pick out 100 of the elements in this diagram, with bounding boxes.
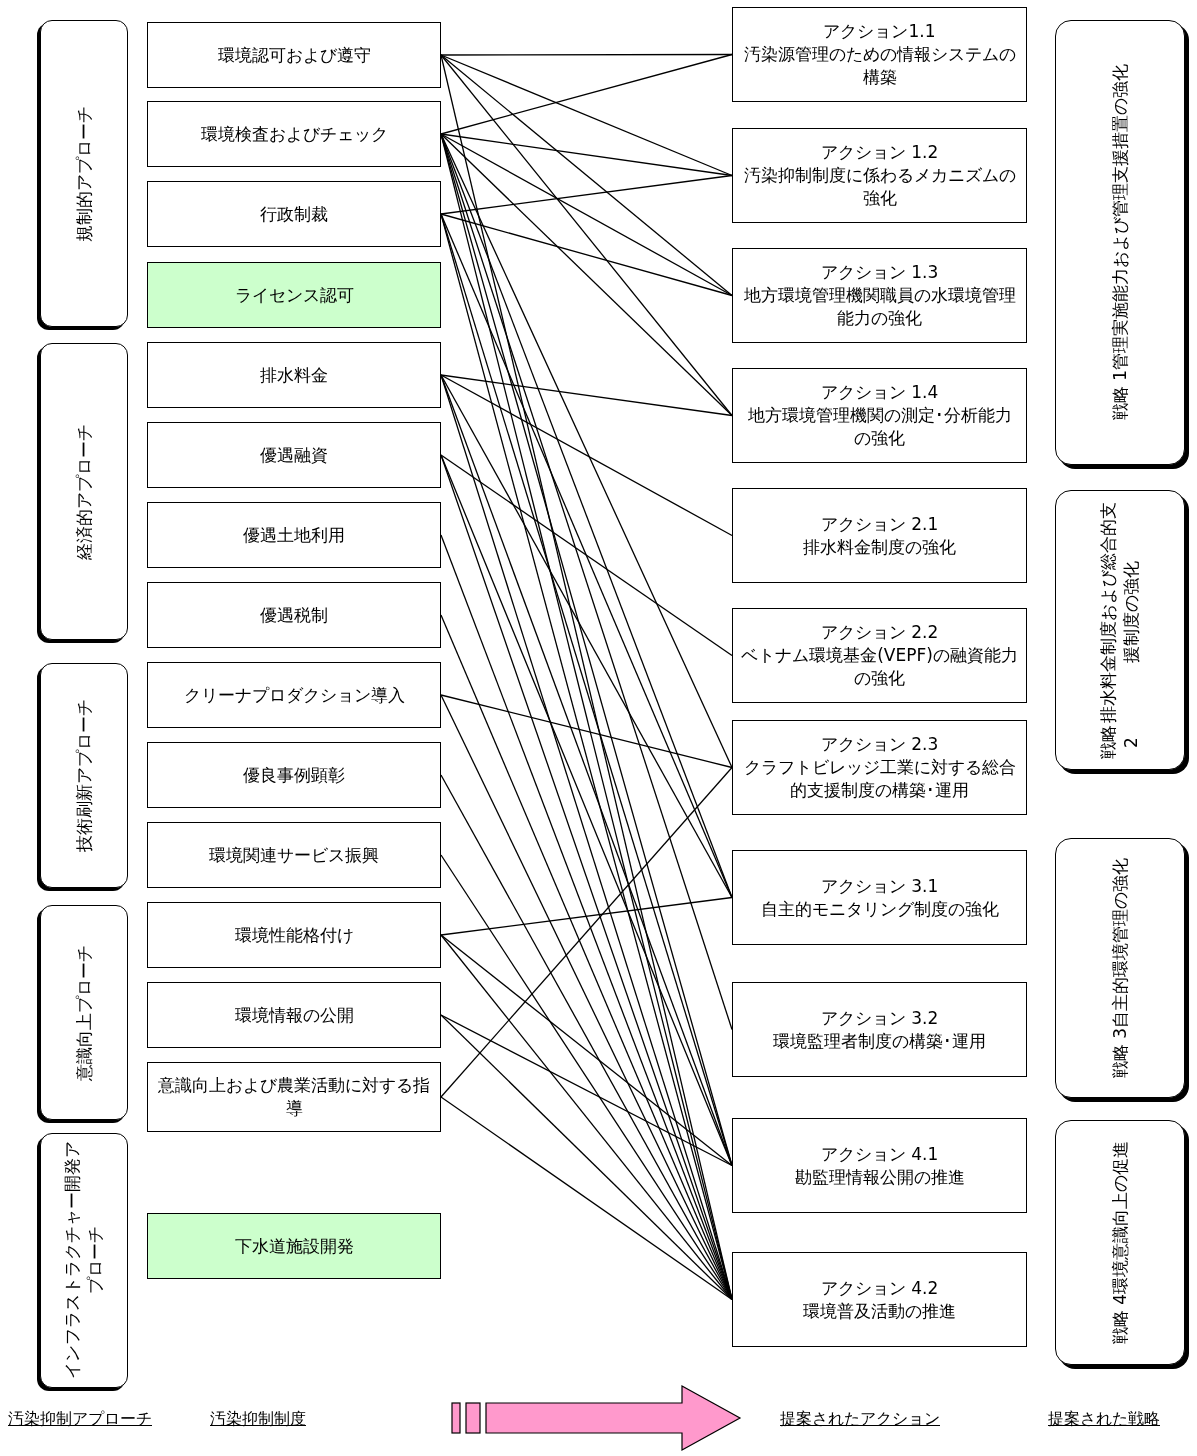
node-text: ライセンス認可: [234, 283, 354, 307]
action-box: [732, 720, 1027, 815]
instrument-box: [147, 502, 441, 568]
node-text: 自主的環境管理の強化: [1108, 857, 1131, 1028]
instrument-box: [147, 22, 441, 88]
node-text: 排水料金制度および総合的支援制度の強化: [1097, 501, 1142, 725]
node-text: 環境普及活動の推進: [803, 1299, 956, 1323]
node-text: 優良事例顕彰: [243, 763, 345, 787]
action-box: [732, 248, 1027, 343]
node-text: 環境情報の公開: [234, 1003, 354, 1027]
node-heading: アクション 4.1: [820, 1142, 939, 1166]
node-text: 環境性能格付け: [234, 923, 354, 947]
node-text: 規制的アプローチ: [72, 105, 95, 242]
column-label: 汚染抑制アプローチ: [8, 1409, 152, 1430]
action-box: [732, 608, 1027, 703]
node-heading: アクション 2.2: [820, 621, 939, 645]
node-text: 勘監理情報公開の推進: [794, 1165, 965, 1189]
action-box: [732, 368, 1027, 463]
node-text: 優遇土地利用: [243, 523, 345, 547]
connector-line: [440, 133, 733, 417]
node-heading: アクション 2.1: [820, 512, 939, 536]
node-text: 汚染源管理のための情報システムの構築: [742, 43, 1017, 89]
node-heading: アクション 1.2: [820, 141, 939, 165]
node-text: 優遇融資: [260, 443, 328, 467]
instrument-box: [147, 742, 441, 808]
node-heading: アクション 3.1: [820, 874, 939, 898]
node-text: 意識向上および農業活動に対する指導: [157, 1074, 431, 1120]
action-box: [732, 128, 1027, 223]
approach-box: [40, 1133, 128, 1388]
node-heading: アクション1.1: [823, 20, 936, 44]
node-heading: 戦略 2: [1097, 725, 1142, 760]
action-box: [732, 488, 1027, 583]
node-heading: アクション 1.3: [820, 261, 939, 285]
connector-line: [440, 454, 733, 657]
node-text: クラフトビレッジ工業に対する総合的支援制度の構築･運用: [742, 756, 1017, 802]
connector-line: [440, 374, 733, 899]
node-text: 環境検査およびチェック: [200, 122, 388, 146]
connector-line: [440, 766, 733, 1098]
instrument-box: [147, 342, 441, 408]
node-text: 環境認可および遵守: [217, 43, 371, 67]
node-heading: アクション 3.2: [820, 1006, 939, 1030]
node-text: 環境意識向上の促進: [1108, 1140, 1131, 1294]
node-heading: アクション 4.2: [820, 1276, 939, 1300]
connector-line: [440, 694, 733, 769]
connector-line: [440, 374, 733, 417]
approach-box: [40, 663, 128, 888]
node-text: クリーナプロダクション導入: [183, 683, 405, 707]
connector-line: [440, 54, 733, 297]
connector-line: [440, 1014, 733, 1167]
connector-line: [440, 213, 733, 297]
node-heading: 戦略 3: [1108, 1027, 1131, 1079]
node-text: 優遇税制: [260, 603, 328, 627]
node-text: 排水料金制度の強化: [803, 535, 956, 559]
node-heading: アクション 2.3: [820, 733, 939, 757]
connector-line: [440, 934, 733, 1167]
instrument-box: [147, 1062, 441, 1132]
node-text: 経済的アプローチ: [72, 423, 95, 560]
node-text: インフラストラクチャー開発アプローチ: [61, 1141, 106, 1380]
instrument-box: [147, 822, 441, 888]
connector-line: [440, 374, 733, 537]
instrument-box: [147, 982, 441, 1048]
connector-line: [440, 133, 733, 177]
action-box: [732, 1252, 1027, 1347]
instrument-box: [147, 262, 441, 328]
approach-box: [40, 343, 128, 640]
node-heading: 戦略 4: [1108, 1293, 1131, 1345]
column-label: 提案されたアクション: [780, 1409, 940, 1430]
node-heading: アクション 1.4: [820, 381, 939, 405]
node-text: 地方環境管理機関の測定･分析能力の強化: [746, 404, 1013, 450]
approach-box: [40, 905, 128, 1120]
node-text: 行政制裁: [260, 202, 328, 226]
instrument-box: [147, 1213, 441, 1279]
instrument-box: [147, 181, 441, 247]
node-text: 管理実施能力および管理支援措置の強化: [1108, 64, 1131, 371]
node-text: 地方環境管理機関職員の水環境管理能力の強化: [742, 284, 1017, 330]
node-text: 自主的モニタリング制度の強化: [760, 897, 999, 921]
action-box: [732, 7, 1027, 102]
connector-line: [440, 133, 733, 297]
instrument-box: [147, 582, 441, 648]
action-box: [732, 850, 1027, 945]
instrument-box: [147, 902, 441, 968]
approach-box: [40, 20, 128, 327]
node-text: 汚染抑制制度に係わるメカニズムの強化: [742, 164, 1017, 210]
node-text: 意識向上プローチ: [72, 944, 95, 1081]
connector-line: [440, 1096, 733, 1301]
node-text: 排水料金: [260, 363, 328, 387]
node-text: 環境監理者制度の構築･運用: [773, 1029, 986, 1053]
connector-line: [440, 54, 733, 177]
instrument-box: [147, 662, 441, 728]
connector-line: [440, 896, 733, 936]
node-text: 下水道施設開発: [234, 1234, 354, 1258]
connector-line: [440, 53, 733, 135]
column-label: 汚染抑制制度: [210, 1409, 306, 1430]
action-box: [732, 1118, 1027, 1213]
node-heading: 戦略 1: [1108, 370, 1131, 421]
action-box: [732, 982, 1027, 1077]
node-text: 技術刷新アプローチ: [72, 699, 95, 852]
instrument-box: [147, 422, 441, 488]
connector-line: [440, 174, 733, 215]
column-label: 提案された戦略: [1048, 1409, 1160, 1430]
